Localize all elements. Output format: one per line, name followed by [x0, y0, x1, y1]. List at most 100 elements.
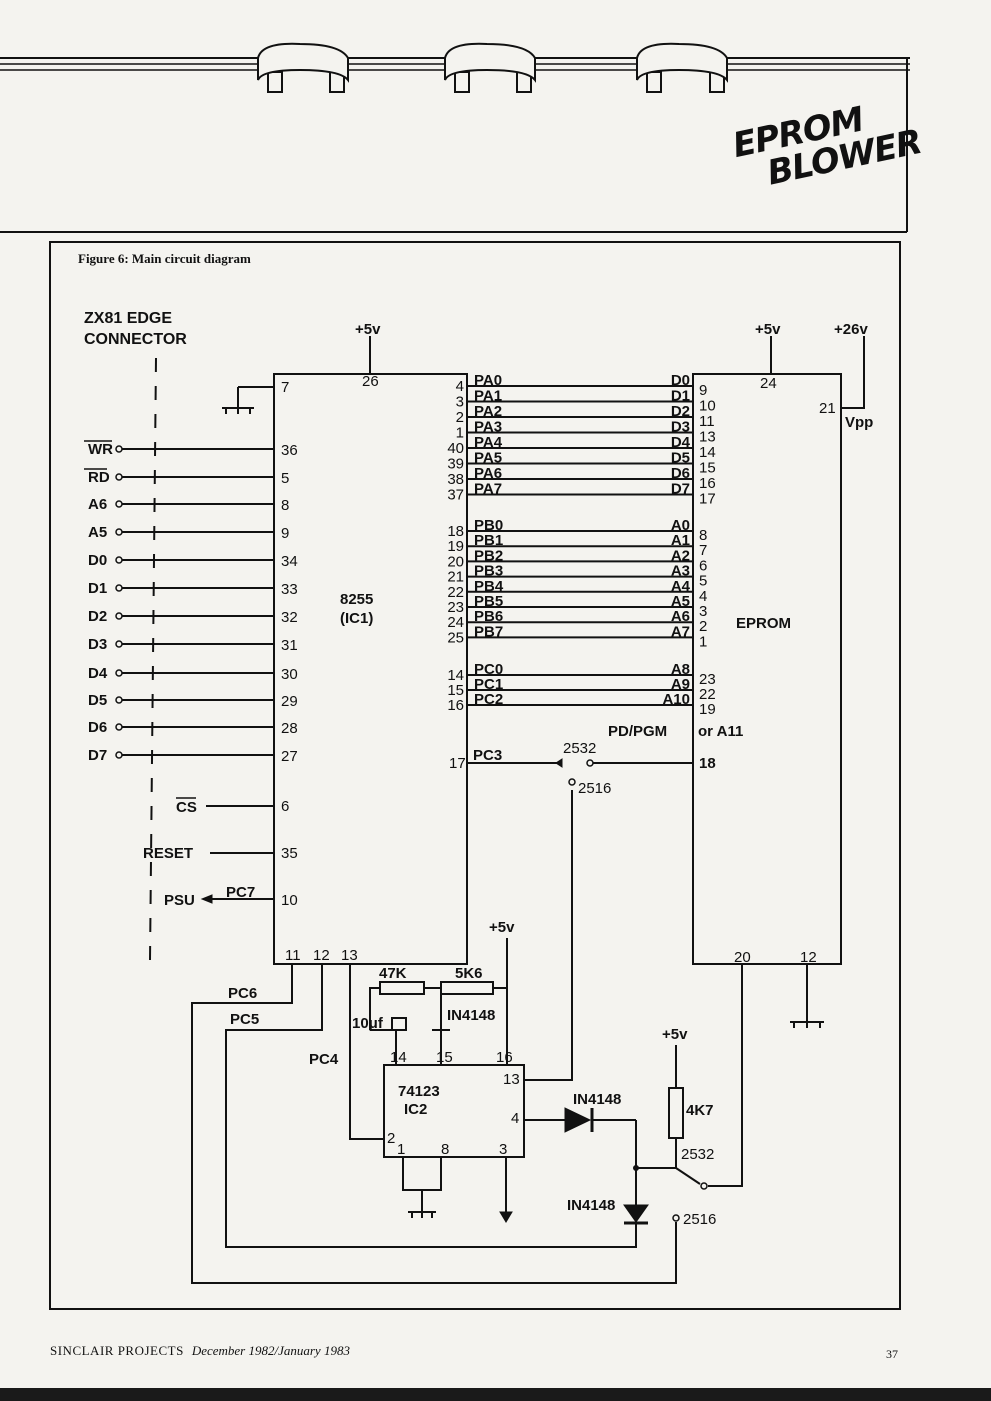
ic1-left-pin: 9	[281, 525, 289, 542]
ic1-port-pin: 39	[447, 456, 464, 473]
pc3-label: PC3	[473, 747, 502, 764]
eprom-pin: 15	[699, 460, 716, 477]
psu-label: PSU	[164, 892, 195, 909]
timer-diode: IN4148	[447, 1007, 495, 1024]
diode-icon	[564, 1107, 592, 1133]
pgm-label: PD/PGM	[608, 723, 667, 740]
pc3-opt-2516: 2516	[578, 780, 611, 797]
connector-signal-label: D7	[88, 747, 107, 764]
eprom-pin: 16	[699, 475, 716, 492]
eprom-signal-label: A10	[662, 691, 690, 708]
connector-signal-label: WR	[88, 441, 113, 458]
eprom-signal-label: D2	[671, 403, 690, 420]
connector-title-1: ZX81 EDGE	[84, 310, 172, 327]
cs-pin: 6	[281, 798, 289, 815]
ic2-pin-14: 14	[390, 1049, 407, 1066]
reset-pin: 35	[281, 845, 298, 862]
port-label: PB6	[474, 608, 503, 625]
eprom-pin: 10	[699, 398, 716, 415]
port-label: PB2	[474, 547, 503, 564]
ic1-left-pin: 5	[281, 470, 289, 487]
r-47k: 47K	[379, 965, 407, 982]
port-label: PC0	[474, 661, 503, 678]
ic1-port-pin: 24	[447, 614, 464, 631]
port-label: PA7	[474, 481, 502, 498]
eprom-pin: 9	[699, 382, 707, 399]
ic1-port-pin: 15	[447, 682, 464, 699]
eprom-signal-label: A7	[671, 623, 690, 640]
connector-signal-label: D4	[88, 665, 108, 682]
connector-signal-label: D5	[88, 692, 107, 709]
ic1-name: 8255	[340, 591, 373, 608]
eprom-pin: 6	[699, 557, 707, 574]
ic1-port-pin: 18	[447, 523, 464, 540]
port-label: PA2	[474, 403, 502, 420]
eprom-pin: 5	[699, 573, 707, 590]
eprom-signal-label: A4	[671, 578, 691, 595]
port-label: PB0	[474, 517, 503, 534]
ic1-port-pin: 25	[447, 629, 464, 646]
ic1-pin-12: 12	[313, 947, 330, 964]
eprom-pin: 19	[699, 701, 716, 718]
eprom-vpp-supply: +26v	[834, 321, 868, 338]
diode-2-label: IN4148	[573, 1091, 621, 1108]
lower-vcc: +5v	[662, 1026, 688, 1043]
pc6-label: PC6	[228, 985, 257, 1002]
ic1-left-pin: 36	[281, 442, 298, 459]
ic1-ref: (IC1)	[340, 610, 373, 627]
eprom-pin: 8	[699, 527, 707, 544]
eprom-vpp-pin: 21	[819, 400, 836, 417]
a11-label: or A11	[698, 723, 743, 740]
connector-signal-label: D6	[88, 719, 107, 736]
ic1-port-pin: 1	[456, 425, 464, 442]
diode-icon	[623, 1204, 649, 1223]
eprom-pin: 13	[699, 429, 716, 446]
eprom-vcc-pin: 24	[760, 375, 777, 392]
diode-3-label: IN4148	[567, 1197, 615, 1214]
ic2-box	[383, 1064, 525, 1158]
port-label: PA3	[474, 419, 502, 436]
eprom-signal-label: D3	[671, 419, 690, 436]
pc7-pin: 10	[281, 892, 298, 909]
eprom-pin-12: 12	[800, 949, 817, 966]
eprom-vcc: +5v	[755, 321, 781, 338]
ic2-pin-8: 8	[441, 1141, 449, 1158]
port-label: PB1	[474, 532, 503, 549]
ic1-vcc: +5v	[355, 321, 381, 338]
ic1-left-pin: 33	[281, 581, 298, 598]
publication-name: SINCLAIR PROJECTS	[50, 1343, 184, 1358]
connector-signal-label: D1	[88, 580, 107, 597]
port-label: PA6	[474, 465, 502, 482]
connector-signal-label: RD	[88, 469, 110, 486]
ic2-ref: IC2	[404, 1101, 427, 1118]
ic1-gnd-pin: 7	[281, 379, 289, 396]
ic1-left-pin: 31	[281, 637, 298, 654]
port-label: PA0	[474, 372, 502, 389]
ic1-left-pin: 32	[281, 609, 298, 626]
port-label: PB7	[474, 623, 503, 640]
eprom-pin: 2	[699, 618, 707, 635]
eprom-pin: 1	[699, 633, 707, 650]
eprom-signal-label: D0	[671, 372, 690, 389]
ic1-port-pin: 16	[447, 697, 464, 714]
ic1-port-pin: 38	[447, 471, 464, 488]
ic1-left-pin: 30	[281, 666, 298, 683]
ic1-left-pin: 34	[281, 553, 298, 570]
eprom-signal-label: D4	[671, 434, 691, 451]
eprom-box	[692, 373, 842, 965]
eprom-pin: 23	[699, 671, 716, 688]
ic1-vcc-pin: 26	[362, 373, 379, 390]
pc4-label: PC4	[309, 1051, 339, 1068]
cap-10uf: 10μf	[352, 1015, 384, 1032]
ic1-port-pin: 19	[447, 538, 464, 555]
vpp-label: Vpp	[845, 414, 873, 431]
ic1-port-pin: 37	[447, 487, 464, 504]
pc7-label: PC7	[226, 884, 255, 901]
connector-title-2: CONNECTOR	[84, 331, 187, 348]
ic2-name: 74123	[398, 1083, 440, 1100]
eprom-signal-label: A8	[671, 661, 690, 678]
figure-title: Figure 6: Main circuit diagram	[78, 251, 251, 266]
